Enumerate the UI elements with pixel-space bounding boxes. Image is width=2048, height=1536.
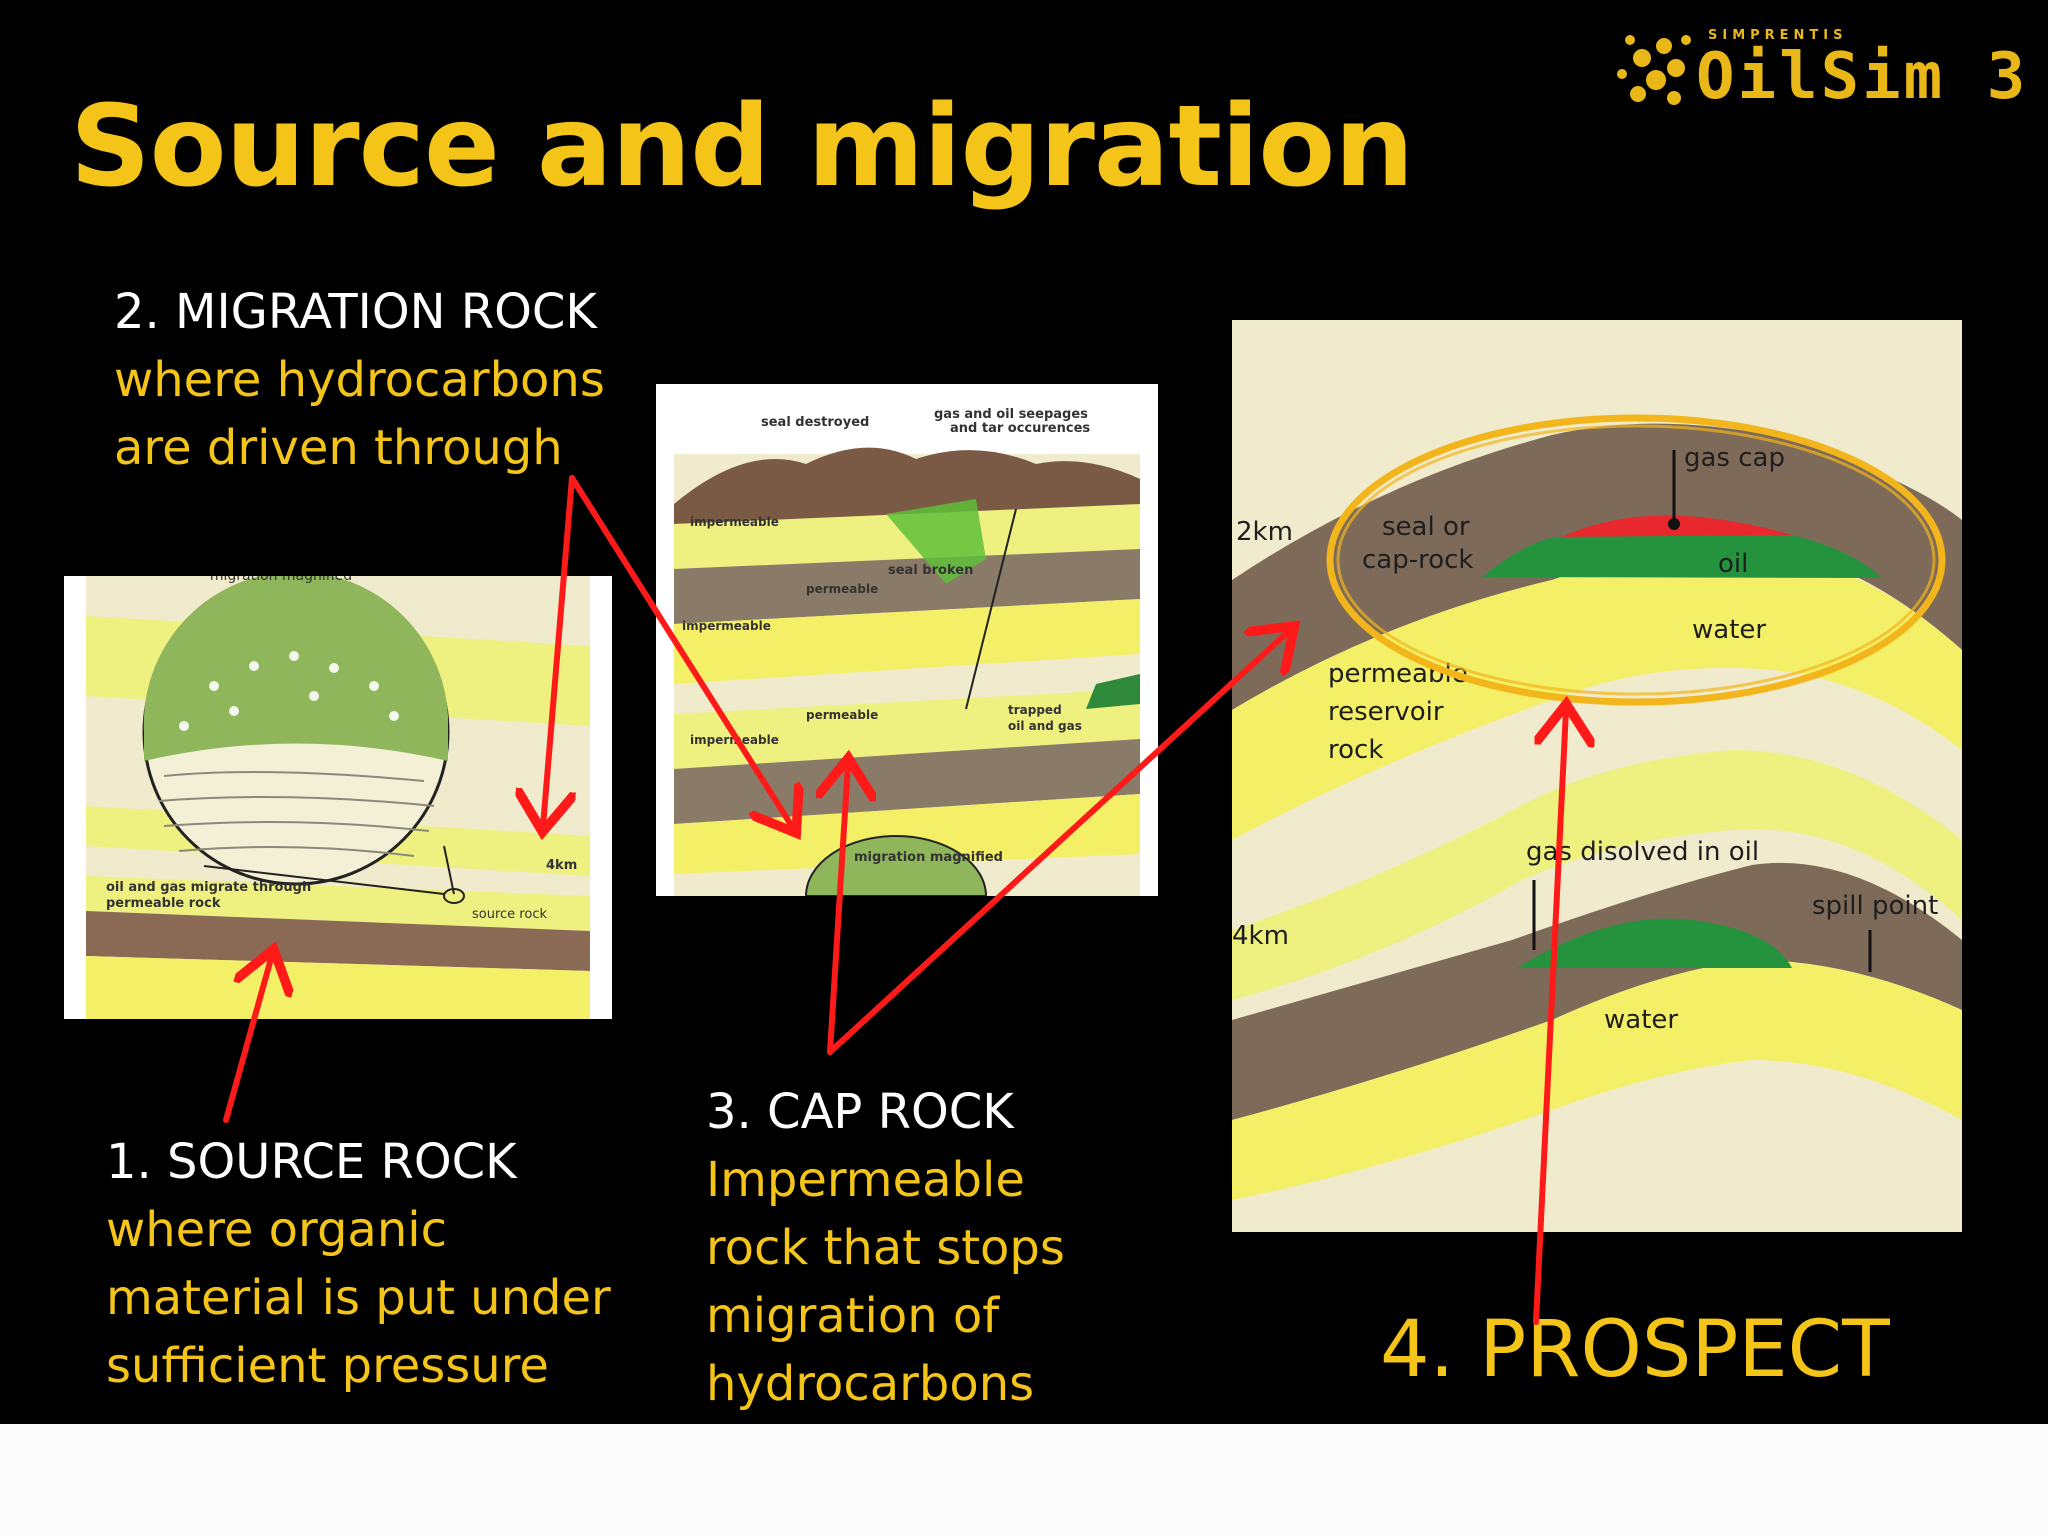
permeable-text: permeable xyxy=(806,582,878,596)
migrate-text-line2: permeable rock xyxy=(106,896,221,911)
slide: Source and migration SIMPRENTIS OilSim 3… xyxy=(0,0,2048,1424)
seepage-text-line1: gas and oil seepages xyxy=(934,407,1088,422)
slide-footer xyxy=(0,1424,2048,1536)
migration-diagram: seal destroyed gas and oil seepages and … xyxy=(656,384,1158,896)
cap-rock-label: 3. CAP ROCK Impermeable rock that stops … xyxy=(706,1078,1065,1418)
source-rock-label: 1. SOURCE ROCK where organic material is… xyxy=(106,1128,611,1400)
oilsim-logo: SIMPRENTIS OilSim 3 xyxy=(1612,18,2025,118)
impermeable-text: impermeable xyxy=(690,515,779,529)
source-rock-text: source rock xyxy=(472,907,547,922)
seal-broken-text: seal broken xyxy=(888,563,973,578)
reservoir-text-line1: permeable xyxy=(1328,659,1468,689)
source-rock-layer xyxy=(86,911,590,971)
migration-rock-desc-line: where hydrocarbons xyxy=(114,352,605,408)
source-rock-heading: 1. SOURCE ROCK xyxy=(106,1134,517,1190)
oil-text: oil xyxy=(1718,549,1748,579)
gas-cap-text: gas cap xyxy=(1684,443,1785,473)
depth-2km-label: 2km xyxy=(1236,517,1293,547)
reservoir-text-line2: reservoir xyxy=(1328,697,1444,727)
gas-dissolved-text: gas disolved in oil xyxy=(1526,837,1759,867)
cap-rock-heading: 3. CAP ROCK xyxy=(706,1084,1014,1140)
permeable-text: permeable xyxy=(806,708,878,722)
seepage-text-line2: and tar occurences xyxy=(950,421,1090,436)
spill-point-text: spill point xyxy=(1812,891,1938,921)
left-panel-top-text: migration magnified xyxy=(210,576,352,584)
logo-mark-icon xyxy=(1617,35,1691,105)
oil-zone-lower xyxy=(1517,918,1792,968)
migration-rock-label: 2. MIGRATION ROCK where hydrocarbons are… xyxy=(114,278,605,482)
source-rock-desc-line: where organic xyxy=(106,1202,447,1258)
trapped-text-line1: trapped xyxy=(1008,703,1062,717)
left-depth-label: 4km xyxy=(546,858,577,873)
slide-title: Source and migration xyxy=(70,82,1414,212)
source-rock-desc-line: sufficient pressure xyxy=(106,1338,549,1394)
migrate-text-line1: oil and gas migrate through xyxy=(106,880,311,895)
prospect-label: 4. PROSPECT xyxy=(1380,1305,1890,1395)
prospect-diagram: 2km seal or cap-rock gas cap oil water p… xyxy=(1232,320,1962,1232)
source-rock-diagram: migration magnified oil and gas migrate … xyxy=(64,576,612,1019)
migration-rock-heading: 2. MIGRATION ROCK xyxy=(114,284,597,340)
migration-rock-desc-line: are driven through xyxy=(114,420,563,476)
impermeable-text: impermeable xyxy=(690,733,779,747)
reservoir-text-line3: rock xyxy=(1328,735,1383,765)
seal-text-line1: seal or xyxy=(1382,512,1470,542)
seal-destroyed-text: seal destroyed xyxy=(761,415,869,430)
cap-rock-desc-line: rock that stops xyxy=(706,1220,1065,1276)
impermeable-text: impermeable xyxy=(682,619,771,633)
logo-subtitle: SIMPRENTIS xyxy=(1708,28,1848,43)
trapped-text-line2: oil and gas xyxy=(1008,719,1082,733)
migration-magnified-text: migration magnified xyxy=(854,850,1003,865)
depth-4km-label: 4km xyxy=(1232,921,1289,951)
cap-rock-desc-line: Impermeable xyxy=(706,1152,1025,1208)
seal-text-line2: cap-rock xyxy=(1362,545,1474,575)
water-text: water xyxy=(1692,615,1766,645)
source-rock-desc-line: material is put under xyxy=(106,1270,611,1326)
water-text: water xyxy=(1604,1005,1678,1035)
cap-rock-desc-line: hydrocarbons xyxy=(706,1356,1035,1412)
logo-wordmark: OilSim 3 xyxy=(1696,40,2029,114)
cap-rock-desc-line: migration of xyxy=(706,1288,1000,1344)
